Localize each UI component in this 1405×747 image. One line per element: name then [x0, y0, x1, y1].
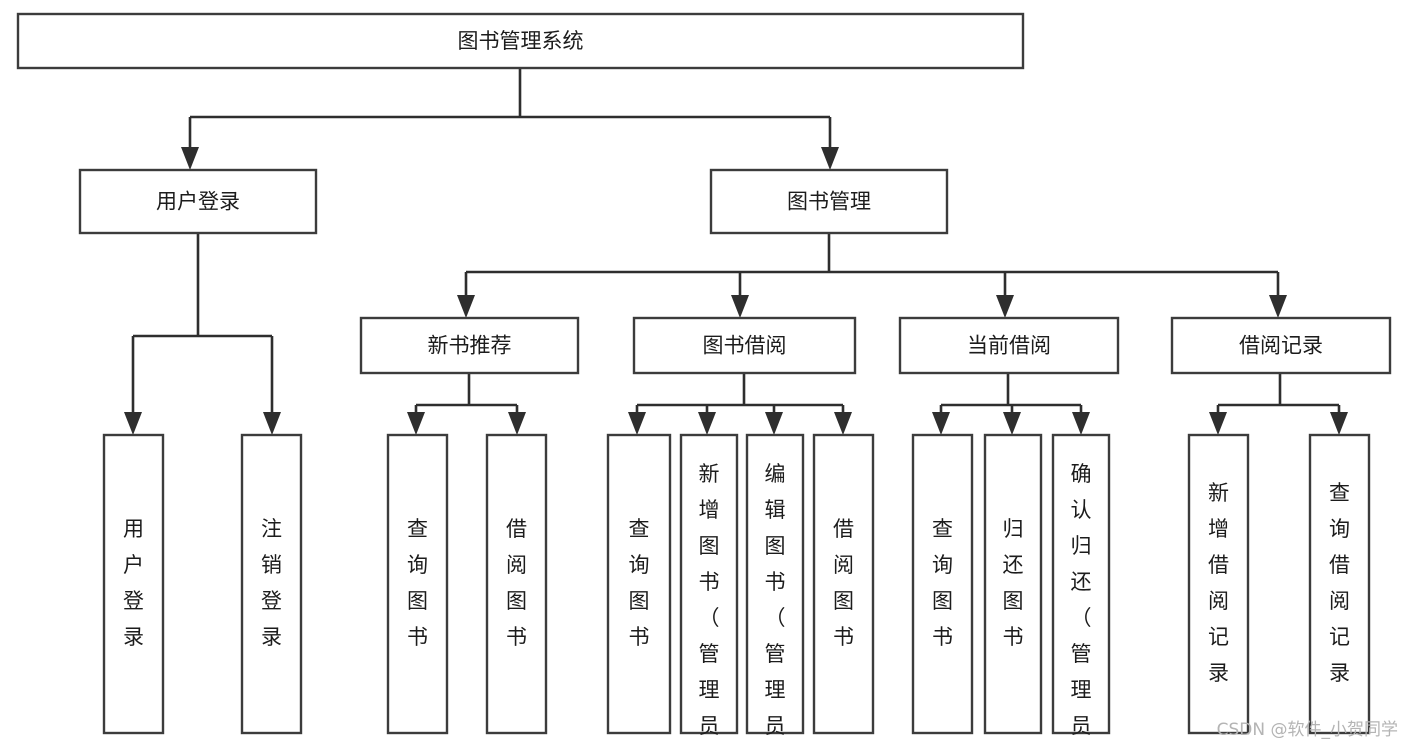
node-box-borrow-record[interactable]	[1170, 316, 1392, 375]
node-leaf-query-book-3[interactable]: 查询图书	[911, 433, 974, 735]
csdn-watermark: CSDN @软件_小贺同学	[1217, 720, 1398, 740]
node-box-user-login[interactable]	[78, 168, 318, 235]
arrow-head-icon	[628, 412, 646, 435]
arrow-head-icon	[407, 412, 425, 435]
node-box-new-book-recommend[interactable]	[359, 316, 580, 375]
arrow-head-icon	[1269, 295, 1287, 318]
arrow-head-icon	[698, 412, 716, 435]
node-label-user-login: 用户登录	[156, 190, 240, 214]
node-label-leaf-query-book-2: 查询图书	[629, 517, 650, 649]
node-label-leaf-borrow-book-2: 借阅图书	[833, 517, 854, 649]
node-box-leaf-user-login[interactable]	[102, 433, 165, 735]
arrow-head-icon	[1003, 412, 1021, 435]
node-box-leaf-query-record[interactable]	[1308, 433, 1371, 735]
node-leaf-logout[interactable]: 注销登录	[240, 433, 303, 735]
node-box-leaf-query-book-2[interactable]	[606, 433, 672, 735]
node-label-book-borrow: 图书借阅	[703, 334, 787, 358]
node-leaf-query-book-2[interactable]: 查询图书	[606, 433, 672, 735]
arrow-head-icon	[731, 295, 749, 318]
node-box-leaf-query-book-3[interactable]	[911, 433, 974, 735]
node-book-borrow[interactable]: 图书借阅	[632, 316, 857, 375]
node-leaf-borrow-book-2[interactable]: 借阅图书	[812, 433, 875, 735]
arrow-head-icon	[834, 412, 852, 435]
node-box-current-borrow[interactable]	[898, 316, 1120, 375]
node-leaf-query-book-1[interactable]: 查询图书	[386, 433, 449, 735]
connectors-layer	[124, 68, 1348, 435]
node-book-management[interactable]: 图书管理	[709, 168, 949, 235]
node-user-login[interactable]: 用户登录	[78, 168, 318, 235]
node-label-leaf-user-login: 用户登录	[123, 517, 144, 649]
arrow-head-icon	[1209, 412, 1227, 435]
node-label-leaf-query-book-1: 查询图书	[407, 517, 428, 649]
arrow-head-icon	[1330, 412, 1348, 435]
arrow-head-icon	[263, 412, 281, 435]
node-box-book-management[interactable]	[709, 168, 949, 235]
node-label-root: 图书管理系统	[458, 29, 584, 53]
node-label-book-management: 图书管理	[787, 190, 871, 214]
node-box-leaf-add-record[interactable]	[1187, 433, 1250, 735]
node-leaf-add-book[interactable]: 新增图书（管理员）	[679, 433, 739, 747]
node-current-borrow[interactable]: 当前借阅	[898, 316, 1120, 375]
node-box-leaf-return-book[interactable]	[983, 433, 1043, 735]
node-box-leaf-confirm-return[interactable]	[1051, 433, 1111, 735]
node-box-leaf-borrow-book-2[interactable]	[812, 433, 875, 735]
node-leaf-edit-book[interactable]: 编辑图书（管理员）	[745, 433, 805, 747]
arrow-head-icon	[932, 412, 950, 435]
arrow-head-icon	[124, 412, 142, 435]
node-label-leaf-borrow-book-1: 借阅图书	[506, 517, 527, 649]
arrow-head-icon	[996, 295, 1014, 318]
node-label-leaf-add-record: 新增借阅记录	[1208, 481, 1229, 685]
node-root[interactable]: 图书管理系统	[16, 12, 1025, 70]
node-box-leaf-add-book[interactable]	[679, 433, 739, 735]
node-box-leaf-edit-book[interactable]	[745, 433, 805, 735]
arrow-head-icon	[457, 295, 475, 318]
node-leaf-return-book[interactable]: 归还图书	[983, 433, 1043, 735]
nodes-layer: 图书管理系统用户登录图书管理新书推荐图书借阅当前借阅借阅记录用户登录注销登录查询…	[16, 12, 1392, 747]
node-box-leaf-logout[interactable]	[240, 433, 303, 735]
arrow-head-icon	[1072, 412, 1090, 435]
node-box-root[interactable]	[16, 12, 1025, 70]
node-label-new-book-recommend: 新书推荐	[428, 334, 512, 358]
node-label-leaf-return-book: 归还图书	[1003, 517, 1024, 649]
node-label-leaf-confirm-return: 确认归还（管理员）	[1071, 462, 1092, 747]
node-label-leaf-query-record: 查询借阅记录	[1329, 481, 1350, 685]
node-leaf-add-record[interactable]: 新增借阅记录	[1187, 433, 1250, 735]
arrow-head-icon	[821, 147, 839, 170]
arrow-head-icon	[181, 147, 199, 170]
node-box-leaf-borrow-book-1[interactable]	[485, 433, 548, 735]
node-label-leaf-add-book: 新增图书（管理员）	[699, 462, 720, 747]
node-leaf-borrow-book-1[interactable]: 借阅图书	[485, 433, 548, 735]
arrow-head-icon	[765, 412, 783, 435]
node-box-book-borrow[interactable]	[632, 316, 857, 375]
node-leaf-user-login[interactable]: 用户登录	[102, 433, 165, 735]
arrow-head-icon	[508, 412, 526, 435]
node-new-book-recommend[interactable]: 新书推荐	[359, 316, 580, 375]
node-leaf-query-record[interactable]: 查询借阅记录	[1308, 433, 1371, 735]
node-box-leaf-query-book-1[interactable]	[386, 433, 449, 735]
node-label-borrow-record: 借阅记录	[1239, 334, 1323, 358]
node-label-leaf-query-book-3: 查询图书	[932, 517, 953, 649]
node-label-current-borrow: 当前借阅	[967, 334, 1051, 358]
node-borrow-record[interactable]: 借阅记录	[1170, 316, 1392, 375]
node-leaf-confirm-return[interactable]: 确认归还（管理员）	[1051, 433, 1111, 747]
node-label-leaf-edit-book: 编辑图书（管理员）	[765, 462, 786, 747]
node-label-leaf-logout: 注销登录	[261, 517, 282, 649]
